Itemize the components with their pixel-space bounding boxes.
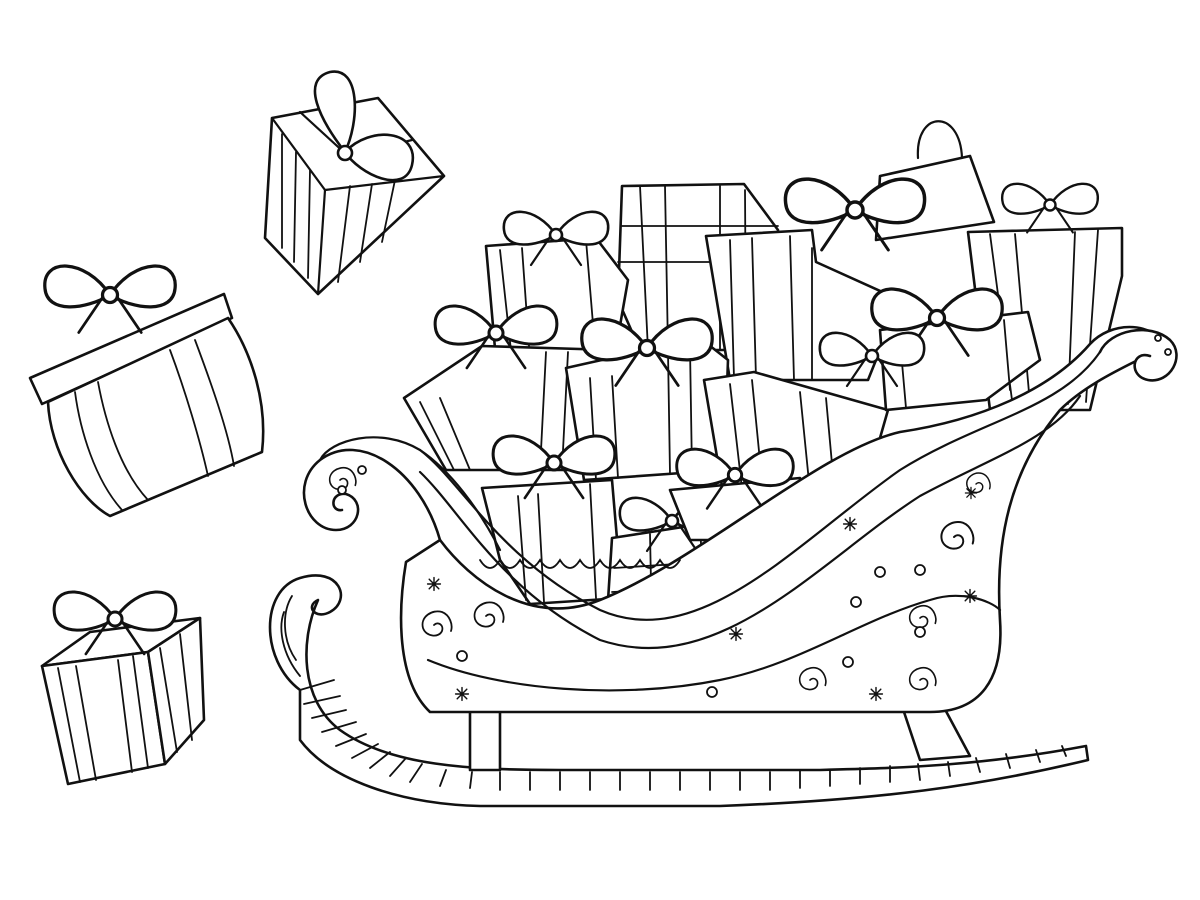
flying-gift-top: [263, 70, 446, 296]
round-gift-box-left: [28, 264, 265, 518]
sleigh: [268, 325, 1178, 808]
small-gift-bottom-left: [40, 590, 206, 786]
